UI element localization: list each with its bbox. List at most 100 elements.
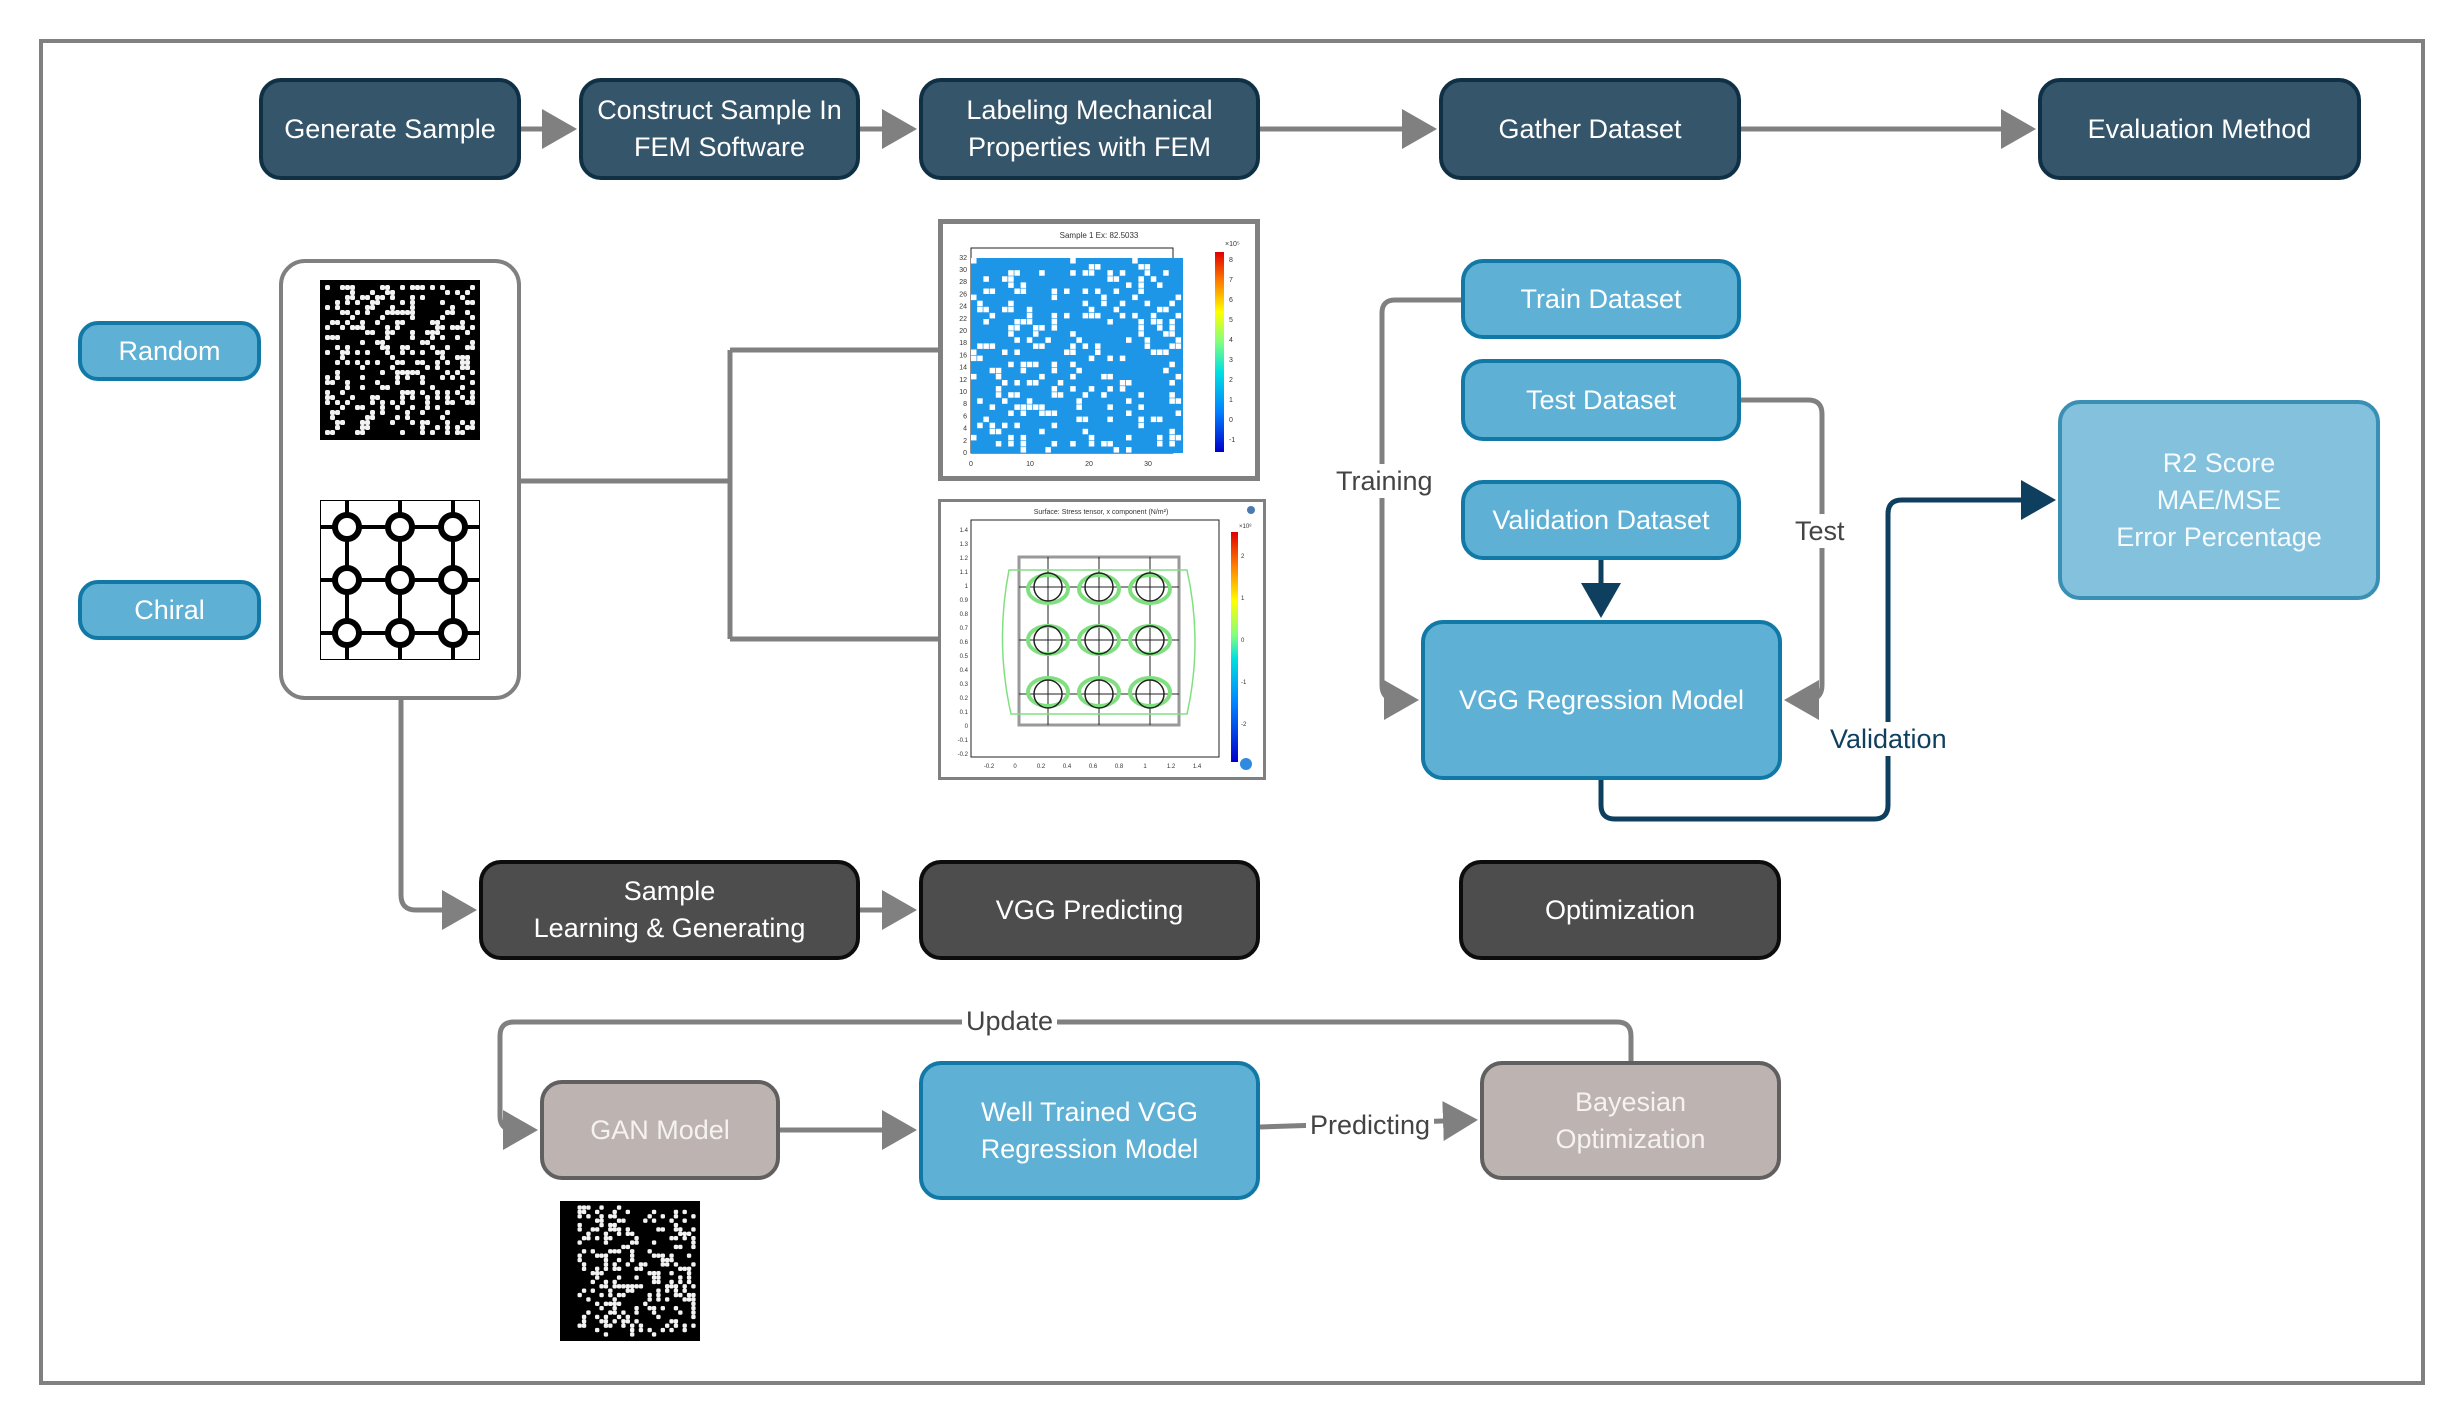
step-construct-sample[interactable]: Construct Sample In FEM Software [579, 78, 860, 180]
pixel [608, 1292, 613, 1298]
bayesian-optimization[interactable]: Bayesian Optimization [1480, 1061, 1781, 1180]
fem-hole [1008, 270, 1014, 276]
fem-hole [1157, 282, 1163, 288]
pixel [440, 315, 445, 320]
pixel [647, 1327, 652, 1333]
pixel [460, 355, 465, 360]
pixel [691, 1240, 696, 1245]
pixel [586, 1310, 591, 1315]
pixel [612, 1249, 617, 1254]
pixel [691, 1301, 696, 1306]
pixel [390, 330, 395, 335]
fem-random-y-tick: 18 [959, 340, 967, 347]
pixel [470, 315, 475, 320]
pixel [365, 415, 370, 420]
fem-hole [1107, 386, 1113, 392]
sample-type-random[interactable]: Random [78, 321, 261, 381]
stage-vgg-predicting[interactable]: VGG Predicting [919, 860, 1260, 960]
fem-hole [1113, 447, 1120, 453]
fem-hole [1051, 361, 1058, 368]
fem-hole [971, 349, 977, 355]
fem-hole [1175, 398, 1182, 404]
stage-optimization[interactable]: Optimization [1459, 860, 1781, 960]
fem-hole [989, 343, 996, 349]
fem-hole [1008, 306, 1014, 313]
sample-type-chiral[interactable]: Chiral [78, 580, 261, 640]
pixel [616, 1292, 622, 1298]
pixel [425, 395, 430, 400]
fem-random-y-tick: 14 [959, 365, 967, 372]
gan-model[interactable]: GAN Model [540, 1080, 780, 1180]
fem-hole [1020, 319, 1027, 325]
pixel [581, 1249, 587, 1254]
fem-hole [1070, 343, 1076, 349]
well-trained-vgg-regression-model[interactable]: Well Trained VGG Regression Model [919, 1061, 1260, 1200]
train-dataset[interactable]: Train Dataset [1461, 259, 1741, 339]
edge-label-test: Test [1791, 514, 1849, 548]
pixel [590, 1227, 595, 1232]
step-labeling-mechanical-properties[interactable]: Labeling Mechanical Properties with FEM [919, 78, 1260, 180]
vgg-regression-model[interactable]: VGG Regression Model [1421, 620, 1782, 780]
pixel [647, 1214, 652, 1219]
fem-hole [1033, 404, 1039, 410]
fem-hole [1070, 361, 1076, 368]
fem-chiral-x-tick: 0.2 [1037, 764, 1046, 770]
fem-chiral-y-tick: 1.4 [960, 528, 969, 534]
pixel [643, 1301, 648, 1306]
pixel [445, 310, 450, 315]
step-evaluation-method[interactable]: Evaluation Method [2038, 78, 2361, 180]
fem-hole [1014, 422, 1020, 429]
fem-hole [1020, 447, 1027, 453]
evaluation-metrics[interactable]: R2 Score MAE/MSE Error Percentage [2058, 400, 2380, 600]
fem-hole [1163, 331, 1169, 337]
step-generate-sample[interactable]: Generate Sample [259, 78, 521, 180]
step-gather-dataset[interactable]: Gather Dataset [1439, 78, 1741, 180]
pixel [455, 355, 460, 360]
fem-hole [1014, 404, 1020, 410]
pixel [599, 1222, 604, 1228]
pixel [603, 1319, 609, 1324]
pixel [365, 305, 370, 310]
pixel [390, 305, 395, 310]
fem-hole [1014, 288, 1020, 294]
fem-random-colorbar [1215, 252, 1224, 452]
pixel [355, 360, 360, 365]
pixel [603, 1279, 609, 1285]
fem-random-x-tick: 30 [1144, 461, 1152, 468]
fem-chiral-settings-icon[interactable] [1247, 506, 1255, 514]
pixel [630, 1231, 635, 1236]
pixel [673, 1244, 679, 1250]
pixel [440, 375, 445, 380]
pixel [410, 305, 415, 310]
fem-hole [971, 355, 977, 362]
pixel [335, 400, 340, 405]
pixel [345, 350, 350, 355]
fem-chiral-toolbar-icon[interactable] [1240, 758, 1252, 770]
pixel [590, 1288, 595, 1293]
fem-chiral-x-tick: 0.8 [1115, 764, 1124, 770]
pixel [350, 315, 355, 320]
fem-hole [1045, 410, 1051, 416]
pixel [603, 1253, 609, 1258]
pixel [595, 1314, 600, 1320]
pixel [603, 1257, 609, 1263]
pixel [651, 1209, 657, 1215]
pixel [350, 285, 355, 290]
pixel [691, 1214, 696, 1219]
test-dataset[interactable]: Test Dataset [1461, 359, 1741, 441]
pixel [420, 295, 425, 300]
pixel [621, 1292, 626, 1298]
pixel [669, 1271, 674, 1276]
fem-hole [1157, 416, 1163, 423]
fem-hole [1051, 325, 1058, 331]
fem-hole [1119, 355, 1126, 362]
pixel [643, 1218, 648, 1223]
pixel [425, 330, 430, 335]
fem-hole [1126, 337, 1132, 343]
validation-dataset[interactable]: Validation Dataset [1461, 480, 1741, 560]
fem-hole [1076, 416, 1082, 423]
stage-sample-learning-generating[interactable]: Sample Learning & Generating [479, 860, 860, 960]
pixel [678, 1292, 683, 1298]
pixel [335, 345, 340, 350]
pixel [612, 1227, 617, 1232]
